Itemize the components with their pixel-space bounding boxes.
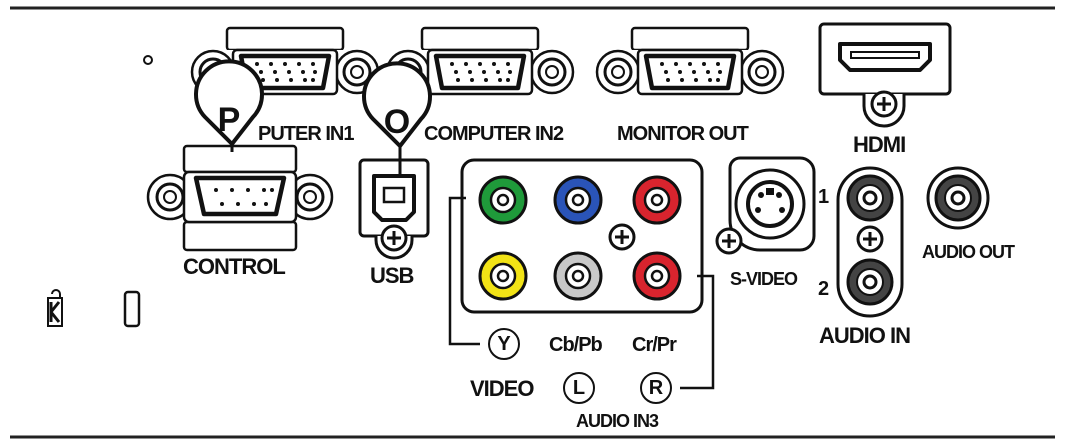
jack-y-green[interactable] — [478, 175, 528, 225]
hdmi-label: HDMI — [853, 132, 906, 157]
audio-in2-number: 2 — [818, 278, 829, 300]
jack-video-yellow[interactable] — [478, 251, 528, 301]
control-label: CONTROL — [183, 254, 286, 279]
r-letter-circle: R — [640, 372, 672, 404]
security-slot[interactable] — [123, 290, 141, 328]
monitor-out-port[interactable] — [597, 28, 783, 94]
callout-o-text: O — [383, 103, 411, 141]
monitor-out-label: MONITOR OUT — [617, 123, 749, 145]
jack-cb-pb-blue[interactable] — [553, 175, 603, 225]
kensington-lock-icon — [47, 289, 63, 327]
callout-p-marker — [194, 59, 264, 152]
control-port[interactable] — [146, 144, 334, 252]
cr-pr-label: Cr/Pr — [632, 334, 677, 356]
panel-screw — [608, 223, 636, 251]
audio-in-screw — [856, 225, 884, 253]
audio-in1-jack[interactable] — [846, 174, 894, 222]
indicator-hole — [143, 55, 153, 65]
audio-in1-number: 1 — [818, 186, 829, 208]
l-letter-circle: L — [563, 372, 595, 404]
usb-port[interactable] — [358, 158, 430, 260]
audio-in3-label: AUDIO IN3 — [576, 411, 659, 431]
computer-in2-label: COMPUTER IN2 — [424, 123, 564, 145]
s-video-label: S-VIDEO — [730, 269, 798, 289]
component-bracket-lines — [448, 196, 715, 390]
audio-out-jack[interactable] — [926, 166, 990, 230]
jack-cr-pr-red[interactable] — [632, 175, 682, 225]
cb-pb-label: Cb/Pb — [549, 334, 603, 356]
hdmi-port[interactable] — [818, 22, 952, 128]
video-label: VIDEO — [470, 376, 534, 401]
computer-in1-label: PUTER IN1 — [258, 123, 354, 145]
usb-label: USB — [370, 263, 414, 288]
jack-audio-r-red[interactable] — [632, 251, 682, 301]
s-video-port[interactable] — [715, 156, 816, 255]
callout-p-text: P — [217, 101, 241, 139]
y-letter-circle: Y — [488, 328, 520, 360]
callout-o-marker — [362, 61, 432, 176]
audio-in2-jack[interactable] — [846, 258, 894, 306]
audio-in-label: AUDIO IN — [819, 323, 911, 348]
audio-out-label: AUDIO OUT — [922, 242, 1015, 262]
jack-audio-l-white[interactable] — [553, 251, 603, 301]
